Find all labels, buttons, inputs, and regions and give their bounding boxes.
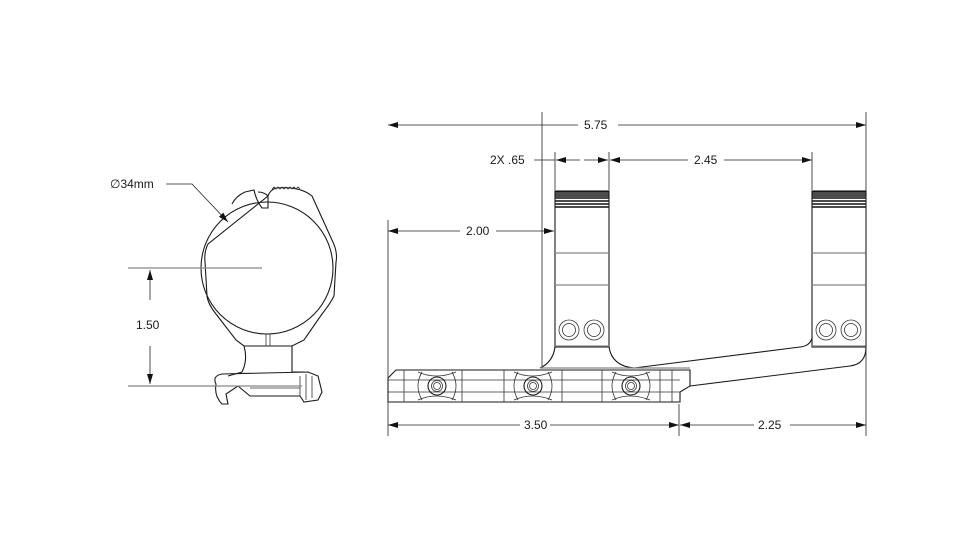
base-screw [611, 371, 651, 401]
ring-outer-profile [204, 187, 338, 347]
ring-width-dimension: 2X .65 [490, 153, 608, 167]
rail-clamp [214, 371, 323, 405]
ring-screw-pair [815, 319, 862, 341]
side-view: 5.75 2X .65 2.45 2.00 3.50 [387, 112, 867, 436]
ring-neck [227, 345, 304, 377]
cantilever-label: 2.25 [758, 418, 782, 432]
ring-serration-band [812, 191, 866, 208]
ring-spacing-label: 2.45 [694, 153, 718, 167]
ring-serrations [271, 186, 301, 190]
diameter-leader [166, 183, 229, 223]
overall-length-label: 5.75 [584, 118, 608, 132]
rail-slot-lines [403, 370, 673, 402]
extension-lines [387, 112, 867, 436]
base-length-dimension: 3.50 [388, 418, 679, 432]
base-screw [513, 371, 553, 401]
height-label: 1.50 [136, 318, 160, 332]
front-ring [554, 190, 610, 348]
ring-screw-pair [558, 319, 605, 341]
cantilever-arm [539, 337, 867, 387]
cantilever-dimension: 2.25 [680, 418, 866, 432]
rear-offset-dimension: 2.00 [388, 224, 554, 238]
front-view: 1.50 ∅34mm [110, 177, 338, 405]
ring-width-label: 2X .65 [490, 153, 525, 167]
base-length-label: 3.50 [524, 418, 548, 432]
diameter-label: ∅34mm [110, 177, 154, 191]
rear-offset-label: 2.00 [466, 224, 490, 238]
ring-serration-band [555, 191, 609, 208]
base-screw [417, 371, 457, 401]
ring-spacing-dimension: 2.45 [610, 153, 812, 167]
ring-split-slot [265, 334, 271, 346]
rear-ring [811, 190, 867, 348]
overall-length-dimension: 5.75 [388, 118, 866, 132]
base-rail [387, 369, 691, 403]
